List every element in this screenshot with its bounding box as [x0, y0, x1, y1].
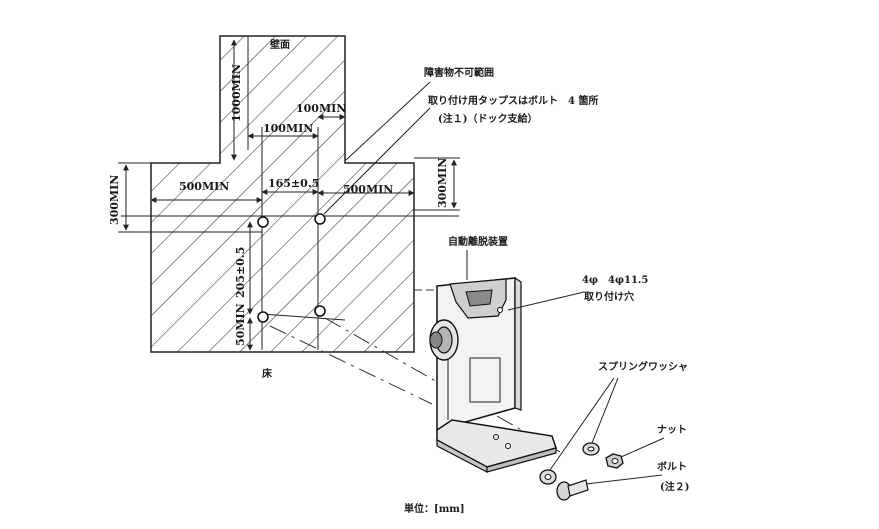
- dim-1000-label: 1000MIN: [230, 64, 243, 122]
- dim-205-label: 205±0.5: [234, 247, 247, 298]
- leader-mounting-holes: [507, 291, 585, 311]
- label-hole-size: 4φ 4φ11.5: [582, 275, 648, 286]
- label-mounting-holes: 取り付け穴: [584, 290, 634, 303]
- label-spring-washer: スプリングワッシャ: [598, 360, 688, 373]
- mounting-hole: [257, 311, 269, 323]
- label-auto-release-device: 自動離脱装置: [448, 235, 508, 248]
- leader-spring-washer-2: [549, 377, 615, 471]
- bolt: [556, 479, 589, 501]
- dim-300-right-label: 300MIN: [436, 158, 449, 208]
- label-bolt: ボルト: [657, 460, 687, 473]
- dim-500-left-label: 500MIN: [179, 180, 229, 193]
- leader-no-obstacle: [345, 81, 431, 161]
- nut: [605, 453, 624, 469]
- leader-nut: [620, 437, 665, 458]
- mounting-hole: [314, 305, 326, 317]
- projection-line: [269, 325, 433, 405]
- spring-washer-1: [582, 442, 600, 456]
- dim-100-left-label: 100MIN: [263, 122, 313, 135]
- label-wall-surface: 壁面: [270, 38, 290, 51]
- leader-spring-washer-1: [591, 377, 619, 444]
- label-note2: (注２): [660, 480, 689, 493]
- dim-50-label: 50MIN: [234, 303, 247, 346]
- label-floor: 床: [262, 367, 273, 380]
- mounting-hole: [314, 213, 326, 225]
- label-tap-note-line1: 取り付け用タップスはボルト 4 箇所: [428, 94, 598, 107]
- dim-300-left-label: 300MIN: [108, 175, 121, 225]
- dim-165-label: 165±0.5: [268, 177, 319, 190]
- auto-release-device: [429, 276, 557, 473]
- dim-100-right-label: 100MIN: [296, 102, 346, 115]
- label-nut: ナット: [657, 424, 687, 436]
- hole-row-bottom: [261, 313, 346, 321]
- spring-washer-2: [539, 469, 557, 485]
- label-unit: 単位：[mm]: [404, 502, 465, 515]
- leader-tap-note: [323, 107, 431, 215]
- dim-500-right-label: 500MIN: [343, 183, 393, 196]
- label-no-obstacle-zone: 障害物不可範囲: [424, 66, 494, 79]
- leader-bolt: [585, 474, 663, 485]
- mounting-hole: [257, 216, 269, 228]
- label-tap-note-line2: (注１)（ドック支給）: [438, 112, 537, 125]
